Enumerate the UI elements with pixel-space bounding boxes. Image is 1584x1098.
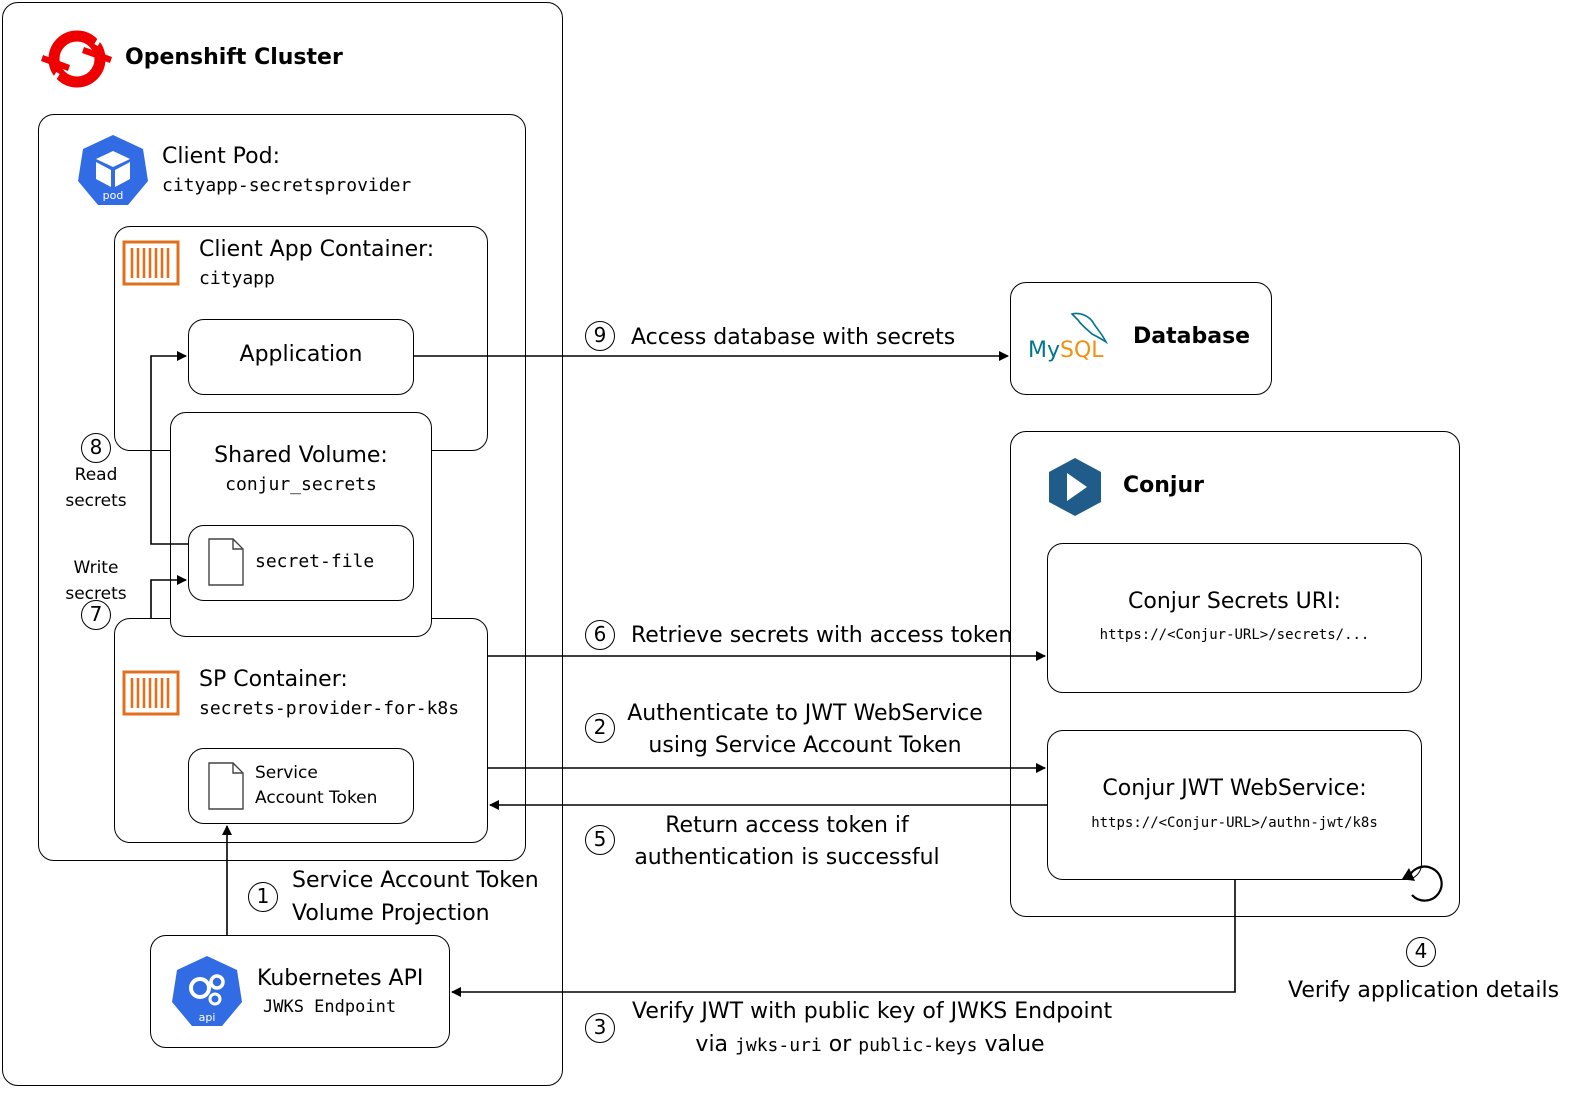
conjur-secrets-uri-title: Conjur Secrets URI:: [1128, 589, 1341, 614]
step-3-or: or: [828, 1032, 852, 1057]
mysql-dolphin-icon: [1070, 312, 1109, 345]
kubernetes-api-box[interactable]: [150, 935, 450, 1048]
openshift-cluster-title: Openshift Cluster: [125, 45, 343, 70]
step-7-line1: Write: [73, 558, 119, 578]
mysql-logo-icon: MySQL: [1028, 338, 1104, 363]
arrow-step3-verify-jwt: [451, 880, 1236, 997]
step-5-number: 5: [585, 825, 615, 855]
step-3-line1: Verify JWT with public key of JWKS Endpo…: [632, 999, 1113, 1024]
database-title: Database: [1133, 324, 1251, 349]
step-6-number: 6: [585, 620, 615, 650]
file-icon: [208, 538, 244, 586]
mysql-logo-sql: SQL: [1060, 338, 1104, 363]
conjur-jwt-webservice-title: Conjur JWT WebService:: [1102, 776, 1367, 801]
application-label: Application: [239, 342, 363, 367]
step-2-line1: Authenticate to JWT WebService: [627, 701, 983, 726]
step-3-code-public-keys: public-keys: [858, 1035, 978, 1056]
kubernetes-api-subtitle: JWKS Endpoint: [263, 997, 397, 1017]
shared-volume-title: Shared Volume:: [214, 443, 388, 468]
service-account-token-line1: Service: [255, 763, 318, 783]
api-icon: api: [172, 956, 242, 1026]
mysql-logo-my: My: [1028, 338, 1061, 363]
step-8-line1: Read: [74, 465, 118, 485]
sp-container-title: SP Container:: [199, 667, 348, 692]
container-icon: [122, 240, 180, 286]
shared-volume-name: conjur_secrets: [225, 474, 377, 495]
service-account-token-line2: Account Token: [255, 788, 378, 808]
step-5-line1: Return access token if: [665, 813, 909, 838]
kubernetes-api-title: Kubernetes API: [257, 966, 424, 991]
conjur-jwt-webservice-url: https://<Conjur-URL>/authn-jwt/k8s: [1091, 815, 1378, 831]
conjur-secrets-uri-url: https://<Conjur-URL>/secrets/...: [1099, 627, 1370, 643]
step-2-line2: using Service Account Token: [648, 733, 962, 758]
file-icon: [208, 762, 244, 810]
conjur-title: Conjur: [1123, 473, 1204, 498]
step-1-line1: Service Account Token: [292, 868, 539, 893]
step-4-label: Verify application details: [1288, 978, 1560, 1003]
client-pod-name: cityapp-secretsprovider: [162, 175, 412, 196]
step-6-label: Retrieve secrets with access token: [631, 623, 1013, 648]
step-8-number: 8: [81, 433, 111, 463]
step-8-line2: secrets: [65, 491, 127, 511]
container-icon: [122, 670, 180, 716]
step-1-line2: Volume Projection: [292, 901, 490, 926]
pod-icon-label: pod: [103, 189, 124, 202]
step-3-code-jwks-uri: jwks-uri: [735, 1035, 822, 1056]
conjur-logo-icon: [1049, 458, 1101, 516]
step-4-number: 4: [1406, 937, 1436, 967]
step-7-number: 7: [81, 600, 111, 630]
arrow-step8-read-secrets: [150, 351, 188, 545]
openshift-logo-icon: [41, 30, 112, 88]
client-pod-title: Client Pod:: [162, 144, 281, 169]
client-app-container-name: cityapp: [199, 268, 275, 289]
step-1-number: 1: [248, 882, 278, 912]
application-box[interactable]: [188, 319, 414, 395]
conjur-secrets-uri-box[interactable]: [1047, 543, 1422, 693]
step-3-via: via: [695, 1032, 729, 1057]
step-5-line2: authentication is successful: [634, 845, 940, 870]
api-icon-label: api: [199, 1011, 216, 1024]
pod-icon: pod: [78, 135, 148, 205]
sp-container-name: secrets-provider-for-k8s: [199, 698, 460, 719]
secret-file-label: secret-file: [255, 551, 375, 572]
client-app-container-title: Client App Container:: [199, 237, 435, 262]
database-box[interactable]: [1010, 282, 1272, 395]
step-3-value: value: [984, 1032, 1045, 1057]
refresh-cycle-icon: [1402, 865, 1443, 902]
step-9-number: 9: [585, 321, 615, 351]
step-9-label: Access database with secrets: [631, 325, 956, 350]
step-3-line2: via jwks-uri or public-keys value: [620, 1032, 1120, 1057]
conjur-jwt-webservice-box[interactable]: [1047, 730, 1422, 880]
step-7-line2: secrets: [65, 584, 127, 604]
arrow-step7-write-secrets: [150, 575, 187, 618]
step-2-number: 2: [585, 713, 615, 743]
step-3-number: 3: [585, 1013, 615, 1043]
